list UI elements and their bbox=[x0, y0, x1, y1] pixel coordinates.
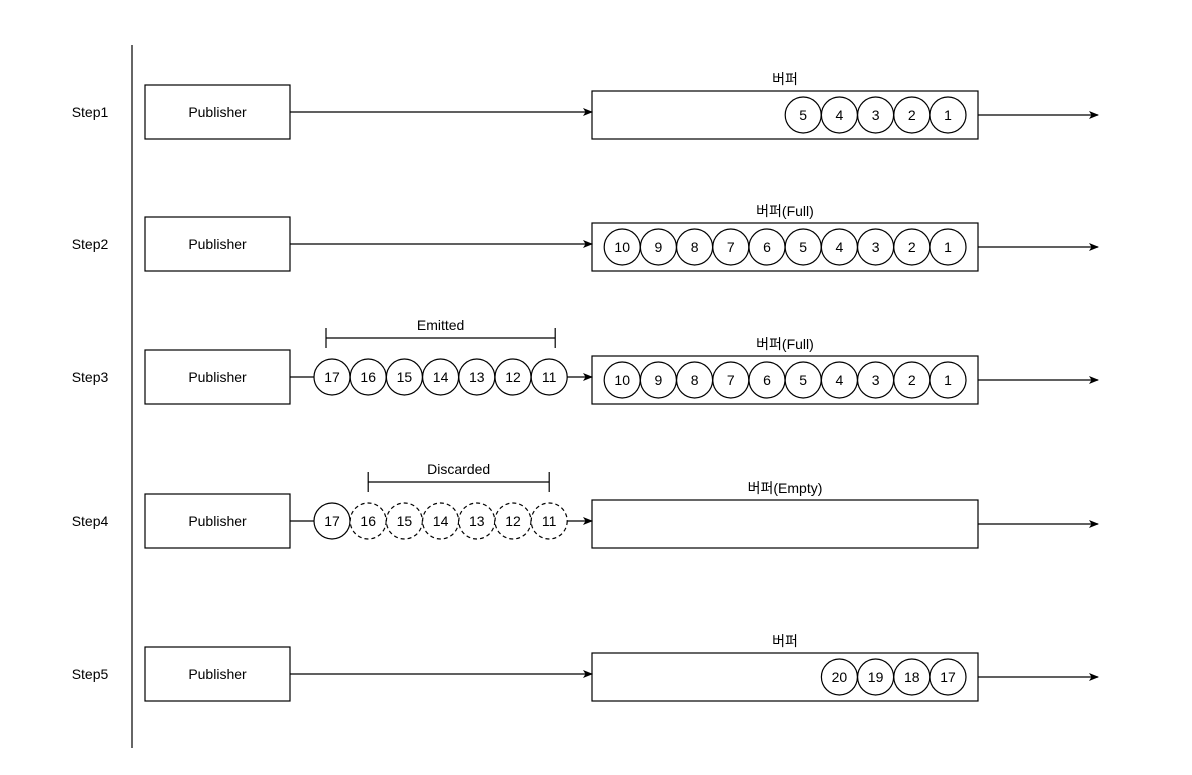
step-row-3: Step3 Publisher 버퍼(Full) 10 9 8 7 6 5 4 3 2 1 17 16 15 1… bbox=[72, 317, 1099, 405]
step-label: Step4 bbox=[72, 513, 109, 529]
step-label: Step2 bbox=[72, 236, 109, 252]
stream-item-label: 12 bbox=[505, 369, 521, 385]
bracket-label: Emitted bbox=[417, 317, 464, 333]
step-row-2: Step2 Publisher 버퍼(Full) 10 9 8 7 6 5 4 3 2 1 bbox=[72, 203, 1099, 272]
publisher-label: Publisher bbox=[188, 666, 247, 682]
buffer-title: 버퍼 bbox=[772, 71, 798, 87]
buffer-item-label: 8 bbox=[691, 239, 699, 255]
buffer-item-label: 10 bbox=[614, 239, 630, 255]
stream-item-label: 14 bbox=[433, 369, 449, 385]
step-label: Step1 bbox=[72, 104, 109, 120]
buffer-item-label: 20 bbox=[832, 669, 848, 685]
buffer-item-label: 8 bbox=[691, 372, 699, 388]
publisher-label: Publisher bbox=[188, 236, 247, 252]
buffer-item-label: 18 bbox=[904, 669, 920, 685]
step-row-5: Step5 Publisher 버퍼 20 19 18 17 bbox=[72, 633, 1099, 702]
stream-item-label: 11 bbox=[542, 513, 557, 529]
buffer-item-label: 19 bbox=[868, 669, 884, 685]
buffer-item-label: 9 bbox=[655, 372, 663, 388]
buffer-item-label: 4 bbox=[836, 372, 844, 388]
buffer-title: 버퍼 bbox=[772, 633, 798, 649]
step-label: Step5 bbox=[72, 666, 109, 682]
stream-item-label: 13 bbox=[469, 369, 485, 385]
buffer-item-label: 2 bbox=[908, 372, 916, 388]
stream-item-label: 13 bbox=[469, 513, 485, 529]
buffer-item-label: 2 bbox=[908, 239, 916, 255]
stream-item-label: 14 bbox=[433, 513, 449, 529]
publisher-label: Publisher bbox=[188, 104, 247, 120]
buffer-item bbox=[929, 96, 967, 134]
publisher-box bbox=[144, 349, 291, 405]
buffer-box bbox=[591, 499, 979, 549]
buffer-item-label: 4 bbox=[836, 107, 844, 123]
buffer-item-label: 1 bbox=[944, 239, 952, 255]
bracket: Discarded bbox=[367, 461, 550, 492]
step-label: Step3 bbox=[72, 369, 109, 385]
bracket-label: Discarded bbox=[427, 461, 490, 477]
buffer-item-label: 3 bbox=[872, 239, 880, 255]
publisher-box bbox=[144, 216, 291, 272]
buffer-item-label: 10 bbox=[614, 372, 630, 388]
buffer-item-label: 3 bbox=[872, 107, 880, 123]
buffer-item-label: 9 bbox=[655, 239, 663, 255]
buffer-item-label: 17 bbox=[940, 669, 956, 685]
buffer-item bbox=[929, 361, 967, 399]
buffer-item-label: 1 bbox=[944, 107, 952, 123]
stream-item-label: 16 bbox=[360, 369, 376, 385]
buffer-item-label: 6 bbox=[763, 239, 771, 255]
buffer-item bbox=[929, 658, 967, 696]
stream-item-label: 11 bbox=[542, 369, 557, 385]
stream-item-label: 17 bbox=[324, 369, 340, 385]
publisher-box bbox=[144, 493, 291, 549]
buffer-item-label: 2 bbox=[908, 107, 916, 123]
buffer-title: 버퍼(Empty) bbox=[748, 480, 823, 496]
publisher-label: Publisher bbox=[188, 369, 247, 385]
publisher-box bbox=[144, 646, 291, 702]
stream-item-label: 16 bbox=[360, 513, 376, 529]
buffer-item-label: 5 bbox=[799, 372, 807, 388]
buffer-item-label: 3 bbox=[872, 372, 880, 388]
buffer-item-label: 5 bbox=[799, 107, 807, 123]
publisher-label: Publisher bbox=[188, 513, 247, 529]
stream-item-label: 15 bbox=[397, 513, 413, 529]
stream-item-label: 17 bbox=[324, 513, 340, 529]
step-row-4: Step4 Publisher 버퍼(Empty) 17 16 15 14 13 12 11 Dis… bbox=[72, 461, 1099, 549]
buffer-item-label: 6 bbox=[763, 372, 771, 388]
step-row-1: Step1 Publisher 버퍼 5 4 3 2 1 bbox=[72, 71, 1099, 140]
buffer-item-label: 7 bbox=[727, 239, 735, 255]
bracket: Emitted bbox=[325, 317, 556, 348]
buffer-title: 버퍼(Full) bbox=[756, 336, 814, 352]
stream-item-label: 12 bbox=[505, 513, 521, 529]
buffer-item bbox=[929, 228, 967, 266]
buffer-item-label: 5 bbox=[799, 239, 807, 255]
stream-item-label: 15 bbox=[397, 369, 413, 385]
buffer-item-label: 1 bbox=[944, 372, 952, 388]
buffer-item-label: 4 bbox=[836, 239, 844, 255]
buffer-item-label: 7 bbox=[727, 372, 735, 388]
buffer-title: 버퍼(Full) bbox=[756, 203, 814, 219]
